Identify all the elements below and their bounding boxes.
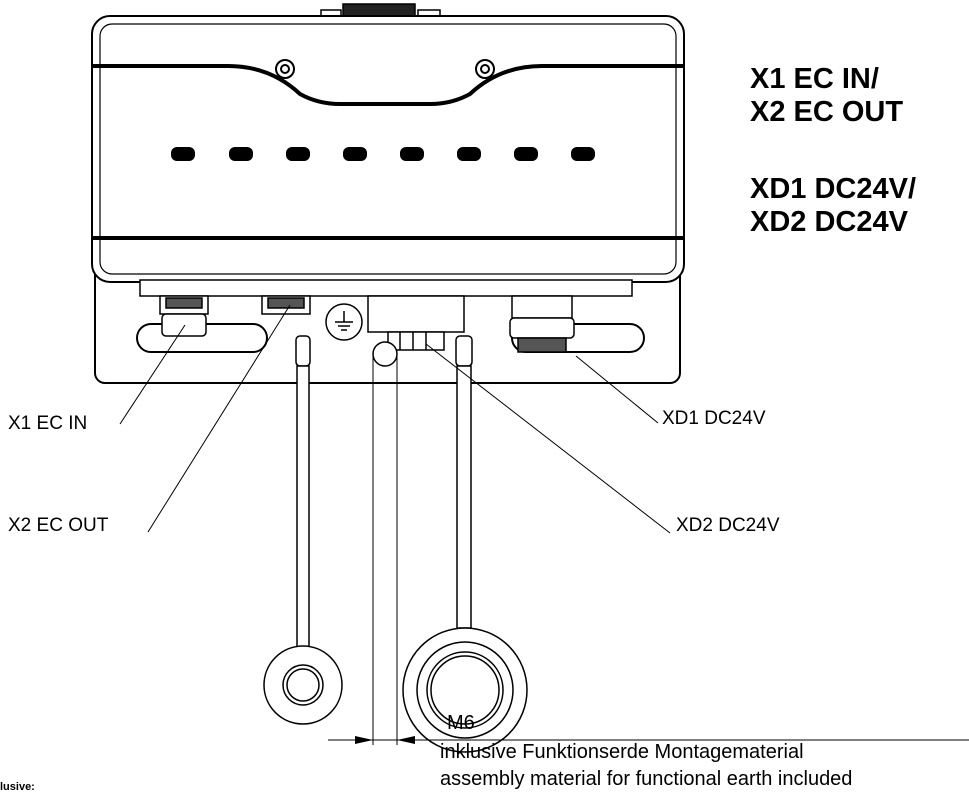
note-german: inklusive Funktionserde Montagematerial [440, 741, 804, 763]
connector-strip [139, 279, 633, 297]
xd2-terminal-block [367, 295, 465, 351]
x2-connector [261, 295, 311, 315]
led-row [171, 147, 595, 161]
callout-xd1-dc24v: XD1 DC24V [662, 408, 766, 429]
cropped-edge-text: lusive: [0, 781, 35, 793]
x1-connector [159, 295, 209, 337]
led-indicator [571, 147, 595, 161]
housing-inner-outline [99, 23, 677, 275]
earth-icon [325, 303, 363, 341]
m6-stud [372, 341, 398, 367]
led-indicator [171, 147, 195, 161]
led-indicator [229, 147, 253, 161]
title-line-xd1: XD1 DC24V/ [750, 173, 917, 205]
xd1-connector [509, 295, 575, 353]
callout-x2-ec-out: X2 EC OUT [8, 515, 109, 536]
cable-lug-small [263, 335, 343, 725]
cable-lug-large [402, 335, 528, 753]
dimension-lines [328, 356, 969, 745]
note-english: assembly material for functional earth i… [440, 768, 853, 790]
title-line-xd2: XD2 DC24V [750, 206, 908, 238]
leader-lines [119, 304, 671, 534]
thread-size-label: M6 [447, 712, 475, 734]
title-line-x1: X1 EC IN/ [750, 63, 879, 95]
led-indicator [343, 147, 367, 161]
callout-xd2-dc24v: XD2 DC24V [676, 515, 780, 536]
led-indicator [514, 147, 538, 161]
housing-bulge-line [92, 64, 684, 106]
dimension-arrows [355, 736, 415, 744]
led-indicator [457, 147, 481, 161]
led-indicator [400, 147, 424, 161]
led-indicator [286, 147, 310, 161]
callout-x1-ec-in: X1 EC IN [8, 413, 88, 434]
screw-icon [275, 59, 495, 79]
title-line-x2: X2 EC OUT [750, 96, 904, 128]
